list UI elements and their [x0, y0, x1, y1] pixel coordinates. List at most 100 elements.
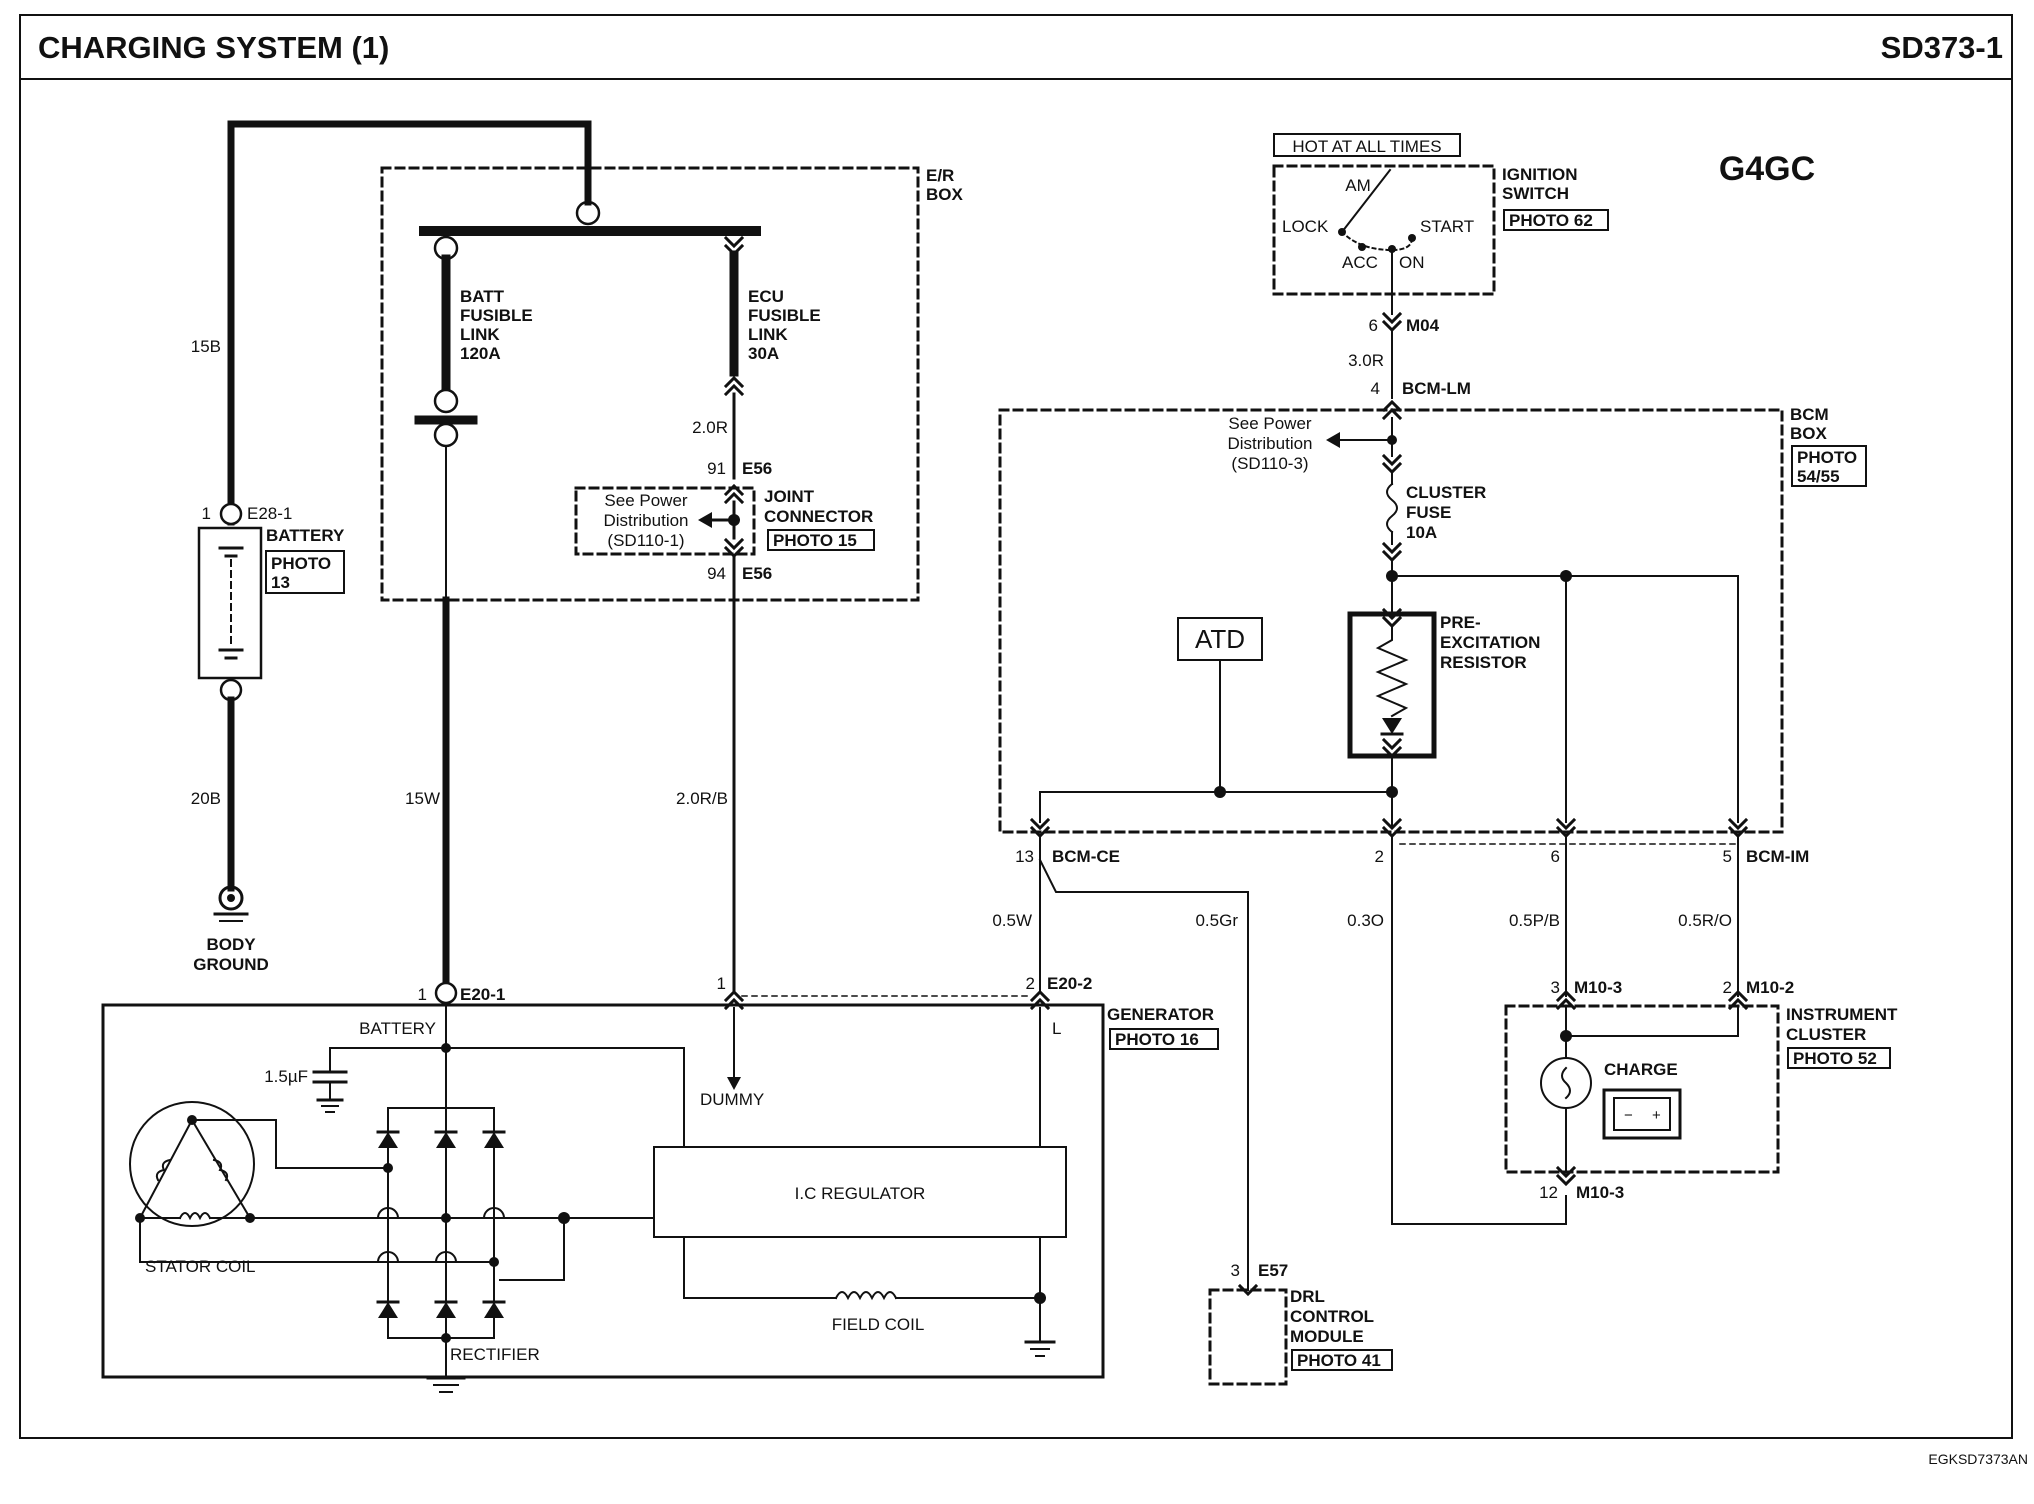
svg-text:3: 3	[1231, 1261, 1240, 1280]
title-frame: CHARGING SYSTEM (1) SD373-1 G4GC EGKSD73…	[19, 14, 2028, 1467]
diode-icon	[436, 1302, 456, 1318]
generator-housing	[101, 1003, 1105, 1379]
svg-text:E20-1: E20-1	[460, 985, 505, 1004]
svg-text:LINK: LINK	[748, 325, 788, 344]
svg-text:BCM-LM: BCM-LM	[1402, 379, 1471, 398]
svg-text:BCM-IM: BCM-IM	[1746, 847, 1809, 866]
svg-text:13: 13	[271, 573, 290, 592]
svg-text:CLUSTER: CLUSTER	[1406, 483, 1486, 502]
svg-text:DUMMY: DUMMY	[700, 1090, 764, 1109]
diode-icon	[484, 1132, 504, 1148]
body-ground-label-1: BODY	[206, 935, 256, 954]
svg-text:30A: 30A	[748, 344, 779, 363]
svg-text:IGNITION: IGNITION	[1502, 165, 1578, 184]
svg-text:HOT AT ALL TIMES: HOT AT ALL TIMES	[1292, 137, 1441, 156]
wire-3r: 3.0R 4 BCM-LM	[1348, 330, 1471, 399]
svg-text:See Power: See Power	[604, 491, 687, 510]
generator: GENERATOR PHOTO 16 1 E20-1 1 2 E20-2 L D…	[101, 974, 1219, 1393]
svg-text:4: 4	[1371, 379, 1380, 398]
atd-box	[1177, 617, 1263, 661]
svg-text:120A: 120A	[460, 344, 501, 363]
svg-text:GENERATOR: GENERATOR	[1107, 1005, 1214, 1024]
field-coil-icon	[834, 1291, 898, 1301]
joint-connector: See Power Distribution (SD110-1) JOINT C…	[574, 486, 875, 556]
ignition-switch-blade-icon	[1340, 168, 1392, 234]
svg-text:0.5W: 0.5W	[992, 911, 1032, 930]
wire-2r-2rb: 2.0R 91 E56 94 E56 2.0R/B	[676, 392, 772, 992]
svg-text:L: L	[1052, 1019, 1061, 1038]
svg-text:13: 13	[1015, 847, 1034, 866]
diode-icon	[378, 1302, 398, 1318]
battery-warning-icon	[1602, 1088, 1682, 1140]
svg-text:0.5Gr: 0.5Gr	[1195, 911, 1238, 930]
svg-text:BATTERY: BATTERY	[359, 1019, 436, 1038]
e28-terminal-icon	[219, 502, 243, 526]
svg-text:I.C REGULATOR: I.C REGULATOR	[795, 1184, 926, 1203]
svg-text:ATD: ATD	[1195, 624, 1245, 654]
svg-text:15W: 15W	[405, 789, 440, 808]
cluster-fuse-icon	[1386, 482, 1398, 534]
svg-text:91: 91	[707, 459, 726, 478]
svg-text:LOCK: LOCK	[1282, 217, 1329, 236]
svg-text:JOINT: JOINT	[764, 487, 815, 506]
svg-text:ACC: ACC	[1342, 253, 1378, 272]
battery-circuit: 15B 1 E28-1 BATTERY PHOTO 13 20B BODY GR…	[191, 120, 592, 974]
svg-text:PHOTO 41: PHOTO 41	[1297, 1351, 1381, 1370]
page-code: SD373-1	[1881, 30, 2003, 65]
svg-text:E/R: E/R	[926, 166, 954, 185]
svg-text:2.0R/B: 2.0R/B	[676, 789, 728, 808]
svg-text:+: +	[1652, 1107, 1661, 1124]
battery-label: BATTERY	[266, 526, 345, 545]
svg-text:6: 6	[1369, 316, 1378, 335]
ic-regulator	[653, 1146, 1067, 1238]
svg-text:M04: M04	[1406, 316, 1440, 335]
svg-text:3: 3	[1551, 978, 1560, 997]
svg-text:E56: E56	[742, 564, 772, 583]
svg-text:RESISTOR: RESISTOR	[1440, 653, 1527, 672]
svg-text:PHOTO 52: PHOTO 52	[1793, 1049, 1877, 1068]
svg-text:PHOTO 15: PHOTO 15	[773, 531, 857, 550]
svg-text:0.5R/O: 0.5R/O	[1678, 911, 1732, 930]
engine-code: G4GC	[1719, 150, 1815, 188]
svg-text:2: 2	[1026, 974, 1035, 993]
svg-text:Distribution: Distribution	[1227, 434, 1312, 453]
svg-text:FUSE: FUSE	[1406, 503, 1451, 522]
svg-text:EXCITATION: EXCITATION	[1440, 633, 1540, 652]
stator-coil-icon	[129, 1101, 255, 1227]
svg-text:STATOR COIL: STATOR COIL	[145, 1257, 256, 1276]
svg-text:FUSIBLE: FUSIBLE	[748, 306, 821, 325]
svg-text:E57: E57	[1258, 1261, 1288, 1280]
svg-text:BOX: BOX	[926, 185, 964, 204]
page-title: CHARGING SYSTEM (1)	[38, 30, 389, 65]
svg-text:1.5µF: 1.5µF	[264, 1067, 308, 1086]
svg-text:6: 6	[1551, 847, 1560, 866]
svg-text:M10-3: M10-3	[1576, 1183, 1624, 1202]
diode-icon	[378, 1132, 398, 1148]
svg-text:PHOTO 62: PHOTO 62	[1509, 211, 1593, 230]
resistor-icon	[1375, 625, 1409, 718]
body-ground-icon	[218, 885, 244, 911]
svg-text:CHARGE: CHARGE	[1604, 1060, 1678, 1079]
svg-text:2: 2	[1375, 847, 1384, 866]
svg-text:RECTIFIER: RECTIFIER	[450, 1345, 540, 1364]
svg-text:2.0R: 2.0R	[692, 418, 728, 437]
svg-text:CONTROL: CONTROL	[1290, 1307, 1374, 1326]
ignition-switch: HOT AT ALL TIMES IGNITION SWITCH PHOTO 6…	[1272, 133, 1609, 335]
svg-text:START: START	[1420, 217, 1474, 236]
bcm-box: BCM BOX PHOTO 54/55 See Power Distributi…	[998, 399, 1867, 839]
svg-text:M10-3: M10-3	[1574, 978, 1622, 997]
svg-text:LINK: LINK	[460, 325, 500, 344]
svg-text:MODULE: MODULE	[1290, 1327, 1364, 1346]
svg-text:BCM-CE: BCM-CE	[1052, 847, 1120, 866]
svg-text:Distribution: Distribution	[603, 511, 688, 530]
svg-text:3.0R: 3.0R	[1348, 351, 1384, 370]
body-ground-label-2: GROUND	[193, 955, 269, 974]
svg-text:12: 12	[1539, 1183, 1558, 1202]
svg-text:2: 2	[1723, 978, 1732, 997]
bcm-output-wires: 0.5W 0.5Gr 0.3O 0.5P/B 0.5R/O	[992, 835, 1739, 1291]
bcm-connector-labels: 13 BCM-CE 2 6 5 BCM-IM	[1015, 843, 1809, 866]
svg-text:AM: AM	[1345, 176, 1371, 195]
svg-text:E56: E56	[742, 459, 772, 478]
instrument-cluster: 3 M10-3 2 M10-2 INSTRUMENT CLUSTER PHOTO…	[1504, 978, 1898, 1202]
